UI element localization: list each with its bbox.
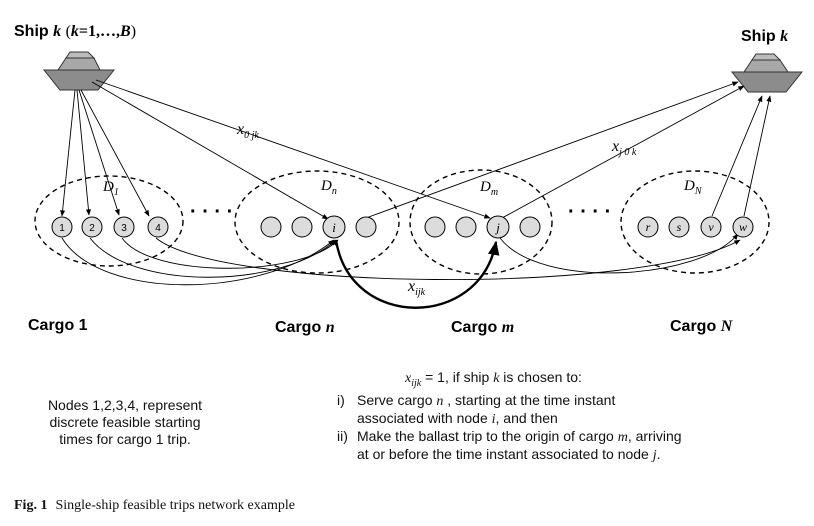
item-1-var2: i [491, 411, 496, 427]
node-label-3: 3 [121, 223, 127, 234]
node-label-r: r [646, 220, 651, 234]
cargo-label-N: Cargo N [670, 318, 734, 335]
variable-definition: xijk = 1, if ship k is chosen to: i) Ser… [337, 369, 807, 464]
caption-fig-number: Fig. 1 [14, 498, 48, 513]
item-1-text-d: , and then [495, 409, 558, 426]
definition-head-rest: = 1, if ship [421, 369, 494, 385]
definition-item-2: ii) Make the ballast trip to the origin … [337, 428, 807, 464]
ship-right-icon [730, 53, 804, 93]
cargo1-to-cargon-arcs [61, 237, 741, 286]
arc-label-xj0k: xj 0 k [611, 138, 637, 158]
group-label-dn: Dn [320, 178, 337, 197]
ellipsis-left: · · · · [190, 201, 233, 223]
node-label-v: v [708, 220, 714, 234]
arc-i-to-j-bold [334, 239, 500, 309]
item-1-text-a: Serve cargo [357, 391, 437, 408]
ship-left-label: Ship k (k=1,…,B) [14, 23, 136, 40]
ship-left-icon [42, 51, 116, 91]
group-ellipse-dm [409, 169, 553, 275]
ship-right-label: Ship k [741, 28, 788, 45]
item-2-text-d: . [656, 445, 661, 462]
group-ellipse-dN [620, 170, 770, 274]
item-1-number: i) [337, 391, 345, 408]
node-label-s: s [677, 220, 682, 234]
to-ship-end-arcs [365, 81, 772, 219]
ship-to-cargo1-arcs [60, 89, 150, 217]
note-line-2: discrete feasible starting [49, 414, 201, 430]
node-label-w: w [739, 220, 747, 234]
item-1-var: n [436, 393, 444, 409]
note-line-3: times for cargo 1 trip. [59, 431, 191, 447]
item-1-text-b: , starting at the time instant [443, 391, 616, 408]
definition-head-var: k [493, 371, 500, 386]
definition-head: xijk = 1, if ship k is chosen to: [337, 369, 807, 392]
cargo-label-n: Cargo n [275, 319, 335, 336]
ellipsis-right: · · · · [568, 201, 611, 223]
definition-var: x [405, 371, 412, 386]
item-2-var: m [617, 429, 628, 445]
definition-var-sub: ijk [411, 377, 422, 389]
item-2-text-b: , arriving [627, 427, 682, 444]
arc-label-xijk: xijk [407, 278, 426, 298]
item-2-text-a: Make the ballast trip to the origin of c… [357, 427, 618, 444]
group-label-dm: Dm [479, 179, 498, 198]
group-label-dN: DN [683, 178, 703, 197]
node-label-i: i [332, 220, 336, 235]
definition-item-1: i) Serve cargo n , starting at the time … [337, 392, 807, 428]
node-label-j: j [494, 220, 500, 235]
nodes-cargon: i [260, 215, 377, 239]
arc-label-x0jk: x0 jk [236, 121, 259, 141]
nodes-note: Nodes 1,2,3,4, represent discrete feasib… [20, 397, 230, 448]
ship-to-start-arcs [91, 79, 491, 220]
figure-caption: Fig. 1 Single-ship feasible trips network… [14, 497, 295, 514]
group-ellipse-d1 [34, 175, 184, 267]
nodes-cargom: j [424, 215, 541, 239]
node-label-2: 2 [89, 223, 95, 234]
item-2-var2: j [652, 447, 657, 463]
arc-j-to-w [499, 233, 739, 274]
nodes-cargo1: 1 2 3 4 [51, 216, 169, 238]
item-1-text-c: associated with node [357, 409, 492, 426]
definition-head-end: is chosen to: [499, 369, 582, 385]
caption-text: Single-ship feasible trips network examp… [55, 498, 295, 513]
cargo-label-1: Cargo 1 [28, 317, 88, 334]
item-2-text-c: at or before the time instant associated… [357, 445, 653, 462]
note-line-1: Nodes 1,2,3,4, represent [47, 397, 203, 413]
node-label-1: 1 [59, 223, 65, 234]
item-2-number: ii) [337, 427, 348, 444]
nodes-cargoN: r s v w [637, 216, 754, 238]
node-label-4: 4 [155, 223, 161, 234]
group-ellipse-dn [234, 170, 400, 274]
cargo-label-m: Cargo m [451, 319, 514, 336]
